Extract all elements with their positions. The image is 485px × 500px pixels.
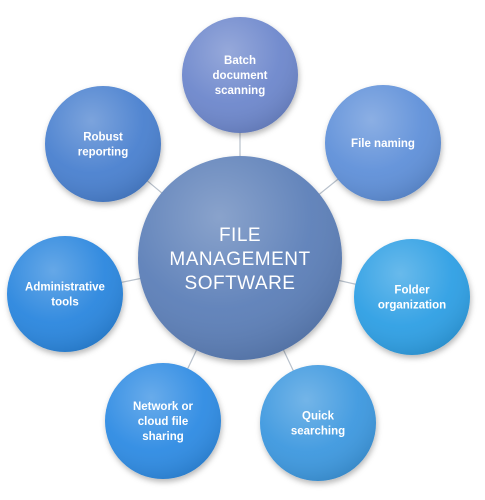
node-label-file-naming-line-1: File naming: [351, 138, 415, 150]
node-gloss-batch-document-scanning: [182, 17, 298, 133]
node-gloss-file-naming: [325, 85, 441, 201]
node-label-network-or-cloud-file-sharing-line-1: Network or: [133, 401, 194, 413]
center-hub: FILE MANAGEMENT SOFTWARE: [138, 156, 342, 360]
node-gloss-administrative-tools: [7, 236, 123, 352]
node-gloss-folder-organization: [354, 239, 470, 355]
center-title-line-2: MANAGEMENT: [169, 249, 310, 270]
node-batch-document-scanning: Batch document scanning: [182, 17, 298, 133]
node-label-quick-searching-line-2: searching: [291, 426, 345, 438]
node-gloss-network-or-cloud-file-sharing: [105, 363, 221, 479]
node-label-batch-document-scanning-line-3: scanning: [215, 85, 265, 97]
node-robust-reporting: Robust reporting: [45, 86, 161, 202]
node-label-batch-document-scanning-line-1: Batch: [224, 55, 256, 67]
node-administrative-tools: Administrative tools: [7, 236, 123, 352]
node-folder-organization: Folder organization: [354, 239, 470, 355]
center-gloss: [138, 156, 342, 360]
node-label-administrative-tools-line-1: Administrative: [25, 282, 105, 294]
node-label-network-or-cloud-file-sharing-line-3: sharing: [142, 431, 184, 443]
node-label-robust-reporting-line-2: reporting: [78, 147, 128, 159]
node-label-batch-document-scanning-line-2: document: [213, 70, 268, 82]
node-file-naming: File naming: [325, 85, 441, 201]
center-title-line-3: SOFTWARE: [185, 273, 296, 294]
node-label-quick-searching-line-1: Quick: [302, 411, 335, 423]
node-quick-searching: Quick searching: [260, 365, 376, 481]
node-gloss-robust-reporting: [45, 86, 161, 202]
node-label-administrative-tools-line-2: tools: [51, 297, 78, 309]
node-label-network-or-cloud-file-sharing-line-2: cloud file: [138, 416, 188, 428]
node-label-robust-reporting-line-1: Robust: [83, 132, 123, 144]
node-gloss-quick-searching: [260, 365, 376, 481]
center-title-line-1: FILE: [219, 225, 261, 246]
node-label-folder-organization-line-2: organization: [378, 300, 446, 312]
node-label-folder-organization-line-1: Folder: [394, 285, 430, 297]
node-network-or-cloud-file-sharing: Network or cloud file sharing: [105, 363, 221, 479]
